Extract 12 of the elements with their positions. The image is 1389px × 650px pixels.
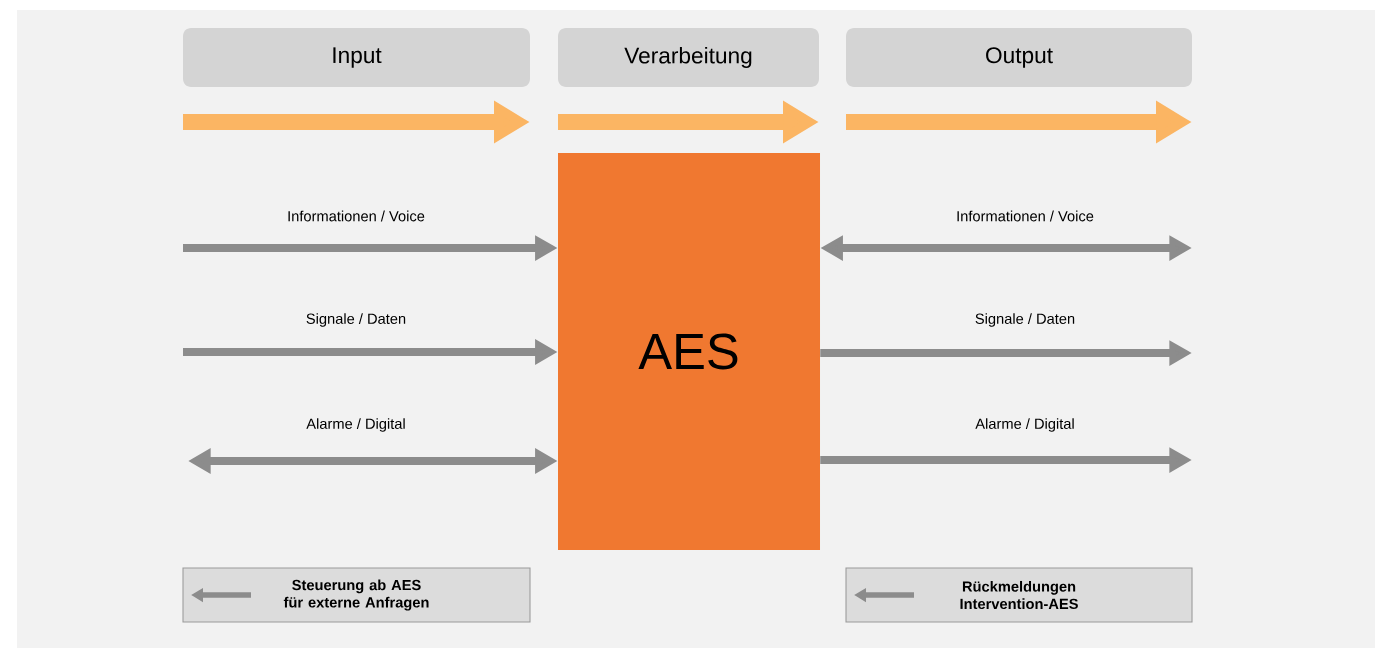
header-box: Verarbeitung	[558, 28, 819, 87]
edge-label: Alarme / Digital	[306, 418, 405, 432]
header-box: Output	[846, 28, 1192, 87]
edge-label: Informationen / Voice	[957, 210, 1094, 222]
edge-label: Informationen / Voice	[288, 210, 425, 222]
note-box: Steuerung ab AES für externe Anfragen	[182, 567, 531, 623]
edge-label: Signale / Daten	[975, 313, 1075, 327]
edge-label: Alarme / Digital	[975, 418, 1074, 432]
process-box: AES	[558, 153, 820, 550]
header-box: Input	[183, 28, 530, 87]
edge-label: Signale / Daten	[306, 313, 406, 327]
note-box: Rückmeldungen Intervention-AES	[845, 567, 1193, 623]
